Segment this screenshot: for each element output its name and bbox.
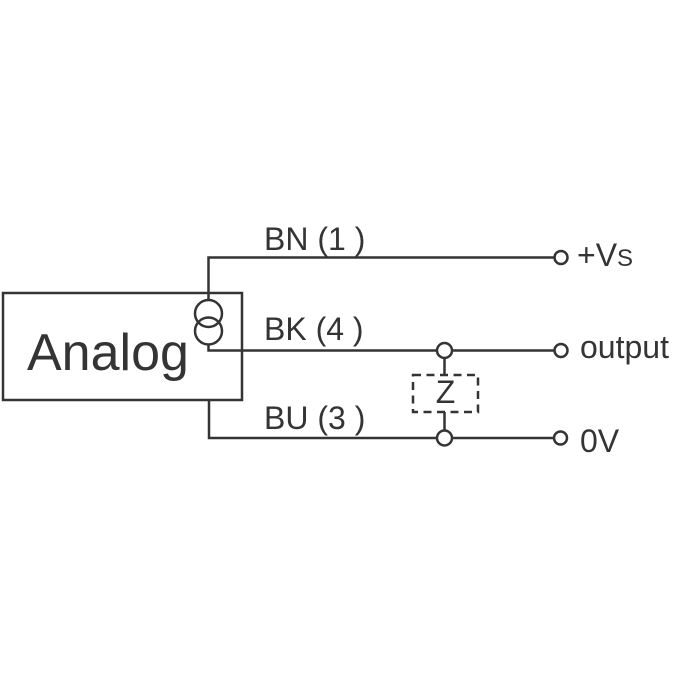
output-terminal-icon	[553, 342, 569, 359]
device-label: Analog	[27, 324, 189, 382]
output-terminal-label: output	[580, 329, 669, 365]
bk-wire	[207, 344, 555, 352]
bu-wire	[207, 400, 554, 440]
vs-terminal-label-main: +V	[577, 237, 618, 273]
source-symbol-bottom-circle-icon	[193, 316, 224, 346]
vs-terminal-label: +VS	[577, 239, 633, 271]
device-box	[1, 291, 244, 402]
bu-junction-terminal-icon	[435, 429, 454, 447]
bk-junction-terminal-icon	[435, 341, 454, 360]
bn-wire	[207, 256, 555, 300]
source-symbol-top-circle-icon	[193, 298, 224, 329]
load-impedance-box	[411, 373, 480, 414]
zero-v-terminal-icon	[552, 430, 569, 446]
load-impedance-label: Z	[435, 374, 456, 410]
zero-v-terminal-label: 0V	[580, 423, 620, 459]
bn-wire-label: BN (1 )	[264, 221, 366, 257]
vs-terminal-label-sub: S	[617, 245, 634, 272]
bk-wire-label: BK (4 )	[264, 311, 364, 347]
bu-wire-label: BU (3 )	[264, 400, 366, 436]
vs-terminal-icon	[553, 249, 569, 266]
